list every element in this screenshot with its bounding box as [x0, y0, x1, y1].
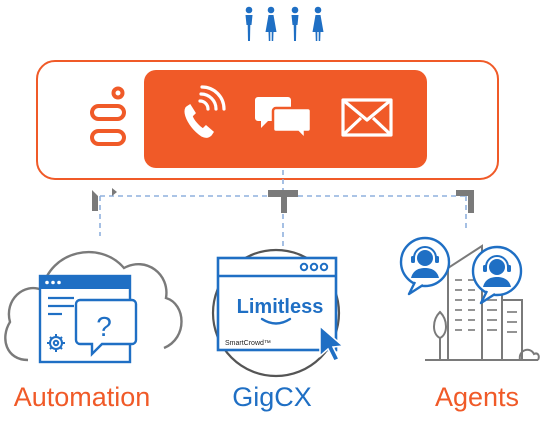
phone-ringing-icon: [184, 85, 226, 138]
agents-label: Agents: [434, 382, 520, 412]
cloud-outline: [4, 251, 183, 362]
genesys-logo-icon: [90, 86, 126, 146]
person-icon: [312, 6, 324, 41]
browser-window-icon: Limitless SmartCrowd™: [211, 248, 345, 378]
person-icon: [291, 6, 299, 41]
chat-bubbles-icon: [255, 97, 313, 143]
cursor-arrow-icon: [319, 324, 345, 362]
bush-icon: [518, 348, 540, 361]
agent-bubble-2: [471, 245, 523, 305]
people-group-icon: [245, 6, 324, 41]
app-window-titlebar: [40, 276, 130, 289]
cloud-bot-icon: ?: [4, 251, 183, 364]
gear-icon: [47, 334, 65, 352]
automation-label: Automation: [13, 382, 151, 412]
route-arrow-center-icon: [268, 190, 298, 213]
person-icon: [265, 6, 277, 41]
question-bubble-icon: [74, 298, 138, 357]
agent-headset-icon: [399, 236, 540, 361]
tree-icon: [433, 310, 447, 360]
person-icon: [245, 6, 253, 41]
brand-smile: [260, 317, 292, 325]
browser-frame: [216, 256, 338, 352]
agent-bubble-1: [399, 236, 451, 296]
window-caption: SmartCrowd™: [225, 340, 271, 347]
window-brand: Limitless: [237, 296, 324, 318]
question-mark: ?: [96, 311, 112, 342]
envelope-icon: [341, 98, 393, 137]
gigcx-label: GigCX: [232, 382, 312, 412]
route-arrow-right-icon: [456, 190, 474, 213]
route-arrow-left-icon: [92, 188, 117, 211]
text-lines: [48, 296, 74, 316]
routing-arrows: [92, 188, 474, 213]
